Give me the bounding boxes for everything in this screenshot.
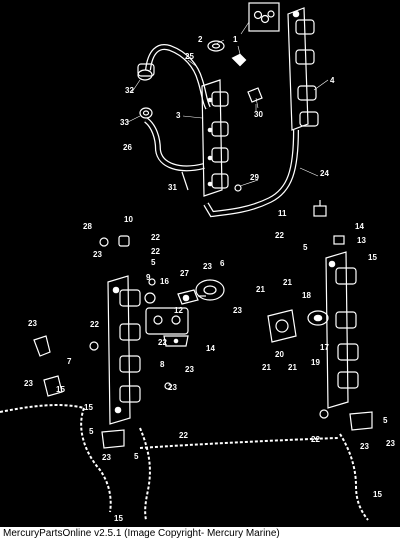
callout-23: 23: [386, 439, 395, 448]
screw-29: [234, 184, 242, 192]
callout-7: 7: [67, 357, 72, 366]
callout-3: 3: [176, 111, 181, 120]
callout-32: 32: [125, 86, 134, 95]
callout-15: 15: [373, 490, 382, 499]
callout-15: 15: [114, 514, 123, 523]
callout-22: 22: [158, 338, 167, 347]
hose-clamp-33: [139, 107, 153, 119]
crossover-hose-24: [203, 129, 299, 218]
callout-14: 14: [355, 222, 364, 231]
fuel-hose-25: [137, 44, 211, 110]
callout-23: 23: [102, 453, 111, 462]
callout-19: 19: [311, 358, 320, 367]
callout-23: 23: [360, 442, 369, 451]
callout-5: 5: [89, 427, 94, 436]
footer: MercuryPartsOnline v2.5.1 (Image Copyrig…: [0, 527, 400, 540]
callout-15: 15: [84, 403, 93, 412]
exploded-view-drawing: 1 2 3 4 5 5 5 5 5 6 7 8 9 10 11 12 13 14…: [0, 2, 395, 523]
wiring-harness: [0, 404, 369, 521]
regulator-6: [195, 279, 225, 301]
callout-23: 23: [28, 319, 37, 328]
callout-22: 22: [275, 231, 284, 240]
callout-5: 5: [151, 258, 156, 267]
fitting-30: [247, 87, 263, 109]
callout-16: 16: [160, 277, 169, 286]
callout-28: 28: [83, 222, 92, 231]
callout-23: 23: [203, 262, 212, 271]
washer-2: [207, 40, 225, 52]
washer-28: [99, 237, 109, 247]
hose-clamp-32: [137, 69, 153, 81]
callout-23: 23: [185, 365, 194, 374]
washer-9: [148, 278, 156, 286]
callout-23: 23: [24, 379, 33, 388]
callout-2: 2: [198, 35, 203, 44]
pressure-fitting: [231, 45, 247, 67]
callout-21: 21: [262, 363, 271, 372]
callout-22: 22: [90, 320, 99, 329]
callout-14: 14: [206, 344, 215, 353]
callout-22: 22: [311, 435, 320, 444]
callout-21: 21: [288, 363, 297, 372]
lower-left-fuel-rail: [107, 275, 141, 425]
callout-30: 30: [254, 110, 263, 119]
callout-18: 18: [302, 291, 311, 300]
washer-22-left: [89, 341, 99, 351]
copyright-caption: MercuryPartsOnline v2.5.1 (Image Copyrig…: [3, 528, 280, 539]
callout-31: 31: [168, 183, 177, 192]
bracket-7: [33, 335, 63, 397]
callout-5: 5: [303, 243, 308, 252]
callout-5: 5: [383, 416, 388, 425]
callout-33: 33: [120, 118, 129, 127]
fuel-hose-26: [144, 117, 205, 172]
callout-21: 21: [256, 285, 265, 294]
pin-31: [181, 171, 189, 191]
callout-12: 12: [174, 306, 183, 315]
callout-23: 23: [168, 383, 177, 392]
bracket-14: [163, 335, 189, 347]
callout-27: 27: [180, 269, 189, 278]
callout-5: 5: [134, 452, 139, 461]
connector-13: [333, 235, 345, 245]
callout-24: 24: [320, 169, 329, 178]
sensor-27: [177, 289, 206, 305]
parts-diagram: 1 2 3 4 5 5 5 5 5 6 7 8 9 10 11 12 13 14…: [0, 0, 400, 527]
lower-right-fuel-rail: [325, 251, 359, 409]
callout-10: 10: [124, 215, 133, 224]
washer-22-right: [319, 409, 329, 419]
o-ring-kit-box: [248, 2, 280, 32]
callout-20: 20: [275, 350, 284, 359]
callout-22: 22: [151, 247, 160, 256]
callout-15: 15: [56, 385, 65, 394]
washer-22-mid: [164, 382, 172, 390]
callout-1: 1: [233, 35, 238, 44]
bracket-5-left: [101, 429, 125, 449]
callout-22: 22: [151, 233, 160, 242]
callout-22: 22: [179, 431, 188, 440]
callout-17: 17: [320, 343, 329, 352]
callout-15: 15: [368, 253, 377, 262]
regulator-block-12: [145, 307, 189, 335]
fitting-11: [313, 200, 327, 217]
callout-6: 6: [220, 259, 225, 268]
fuel-rail-4: [287, 7, 319, 131]
diaphragm-17: [307, 310, 329, 326]
callout-13: 13: [357, 236, 366, 245]
bracket-5-right: [349, 411, 373, 431]
callout-23: 23: [93, 250, 102, 259]
callout-29: 29: [250, 173, 259, 182]
regulator-plate-20: [267, 309, 297, 343]
fuel-rail-3: [201, 79, 229, 197]
grommet-16: [144, 292, 156, 304]
callout-25: 25: [185, 52, 194, 61]
callout-26: 26: [123, 143, 132, 152]
cap-10: [118, 235, 130, 247]
callout-8: 8: [160, 360, 165, 369]
callout-23: 23: [233, 306, 242, 315]
callout-4: 4: [330, 76, 335, 85]
callout-9: 9: [146, 273, 151, 282]
callout-21: 21: [283, 278, 292, 287]
callout-11: 11: [278, 209, 287, 218]
